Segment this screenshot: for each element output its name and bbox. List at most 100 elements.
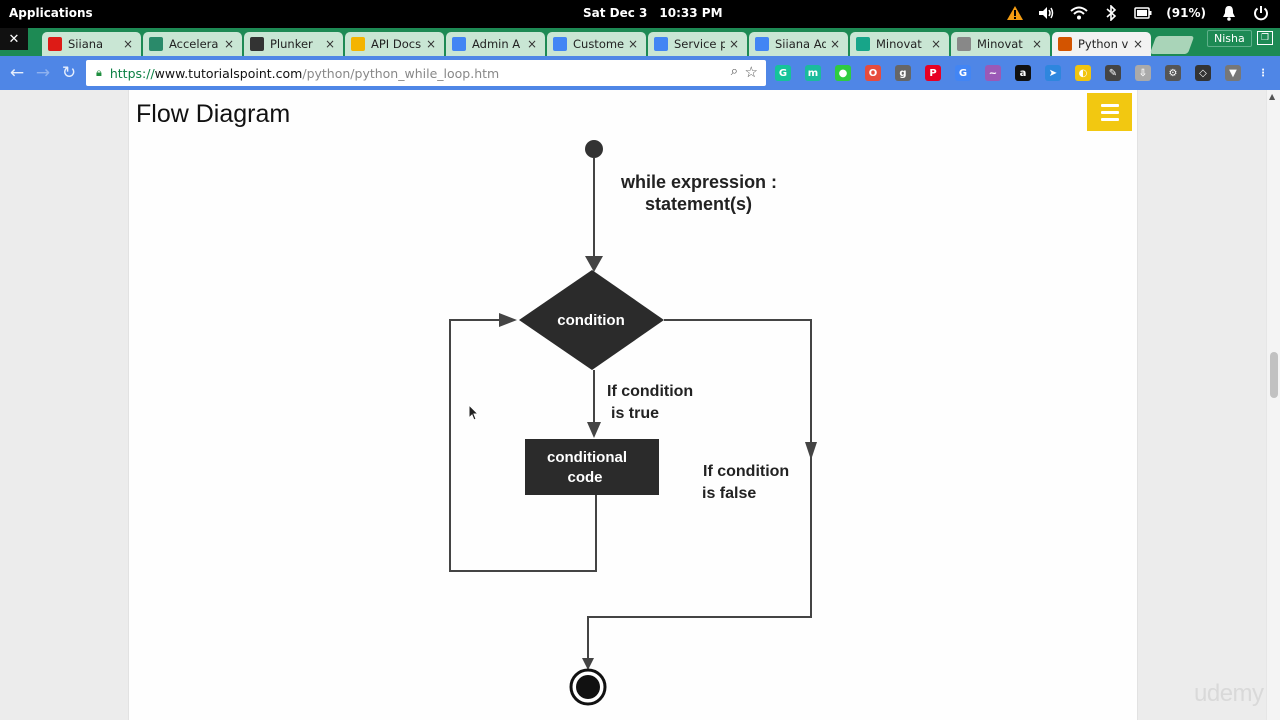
telegram-icon[interactable]: ➤ [1045, 65, 1061, 81]
scrollbar-thumb[interactable] [1270, 352, 1278, 398]
wave-icon [856, 37, 870, 51]
tab-title: Service p [674, 37, 725, 51]
tab-6[interactable]: Service p × [648, 32, 747, 56]
settings-gear-icon[interactable]: ⚙ [1165, 65, 1181, 81]
lock-icon: 🔒︎ [96, 66, 102, 79]
tab-close-icon[interactable]: × [224, 37, 235, 51]
tab-close-icon[interactable]: × [830, 37, 841, 51]
tab-close-icon[interactable]: × [1133, 37, 1144, 51]
process-label-line-2: code [567, 469, 602, 486]
page-scrollbar[interactable]: ▲ [1266, 90, 1280, 720]
address-bar[interactable]: 🔒︎ https://www.tutorialspoint.com/python… [86, 60, 766, 86]
reload-icon[interactable]: ↻ [61, 63, 77, 83]
process-label-line-1: conditional [547, 449, 627, 466]
end-arrowhead [582, 658, 594, 670]
tab-title: Custome [573, 37, 624, 51]
tab-close-icon[interactable]: × [729, 37, 740, 51]
forward-arrow-icon[interactable]: → [35, 63, 51, 83]
eyedropper-icon[interactable]: ✎ [1105, 65, 1121, 81]
tutorialspoint-icon [1058, 37, 1072, 51]
back-arrow-icon[interactable]: ← [9, 63, 25, 83]
wifi-icon[interactable] [1070, 4, 1088, 22]
bookmark-star-icon[interactable]: ☆ [744, 63, 758, 81]
save-icon[interactable]: ⇩ [1135, 65, 1151, 81]
tab-close-icon[interactable]: × [426, 37, 437, 51]
docs-icon [654, 37, 668, 51]
tab-10[interactable]: Python v× [1052, 32, 1151, 56]
process-box [525, 439, 659, 495]
web-page: Flow Diagram while expression : statemen… [0, 90, 1266, 720]
tab-4[interactable]: Admin A × [446, 32, 545, 56]
docs-icon [755, 37, 769, 51]
tab-1[interactable]: Accelera× [143, 32, 242, 56]
tab-close-icon[interactable]: × [527, 37, 538, 51]
tab-title: Admin A [472, 37, 521, 51]
start-node [585, 140, 603, 158]
end-node-inner [576, 675, 600, 699]
tab-title: Siiana [68, 37, 104, 51]
decision-label: condition [557, 312, 625, 329]
tab-close-icon[interactable]: × [123, 37, 134, 51]
bluetooth-icon[interactable] [1102, 4, 1120, 22]
true-label-line-2: is true [611, 405, 659, 422]
udemy-watermark: udemy [1194, 680, 1264, 707]
amazon-icon[interactable]: a [1015, 65, 1031, 81]
profile-button[interactable]: Nisha [1207, 30, 1252, 47]
battery-icon[interactable] [1134, 4, 1152, 22]
office-icon[interactable]: O [865, 65, 881, 81]
new-tab-button[interactable] [1149, 36, 1195, 54]
true-arrowhead [587, 422, 601, 438]
warning-icon[interactable] [1006, 4, 1024, 22]
false-arrowhead [805, 442, 817, 460]
cube-icon[interactable]: ◇ [1195, 65, 1211, 81]
scroll-up-icon[interactable]: ▲ [1269, 92, 1276, 101]
angular-icon [48, 37, 62, 51]
tab-title: Plunker [270, 37, 313, 51]
tab-close-icon[interactable]: × [325, 37, 336, 51]
restore-window-icon[interactable]: ❐ [1257, 31, 1273, 45]
filter-icon[interactable]: ▼ [1225, 65, 1241, 81]
tab-0[interactable]: Siiana × [42, 32, 141, 56]
power-icon[interactable] [1252, 4, 1270, 22]
tab-title: Siiana Ad [775, 37, 826, 51]
grammarly-icon[interactable]: G [775, 65, 791, 81]
tab-3[interactable]: API Docs × [345, 32, 444, 56]
tab-9[interactable]: Minovat× [951, 32, 1050, 56]
false-label-line-1: If condition [703, 463, 789, 480]
tab-5[interactable]: Custome × [547, 32, 646, 56]
start-arrowhead [585, 256, 603, 272]
tab-close-icon[interactable]: × [628, 37, 639, 51]
more-icon[interactable]: ⋮ [1255, 65, 1271, 81]
decision-diamond [519, 270, 664, 370]
ghostery-icon[interactable]: g [895, 65, 911, 81]
tab-close-icon[interactable]: × [931, 37, 942, 51]
colorzilla-icon[interactable]: ~ [985, 65, 1001, 81]
green-dot-icon[interactable]: ● [835, 65, 851, 81]
tab-strip: ✕ Siiana×Accelera×Plunker×API Docs×Admin… [0, 28, 1280, 56]
bell-icon[interactable] [1220, 4, 1238, 22]
translate-icon[interactable]: G [955, 65, 971, 81]
system-tray: (91%) [1006, 4, 1270, 22]
url-path: /python/python_while_loop.htm [302, 65, 500, 81]
tab-2[interactable]: Plunker × [244, 32, 343, 56]
docs-icon [452, 37, 466, 51]
hamburger-menu-button[interactable] [1087, 93, 1132, 131]
m-extension-icon[interactable]: m [805, 65, 821, 81]
false-path [587, 319, 812, 665]
loop-back-arrowhead [499, 313, 517, 327]
yellow-circle-icon[interactable]: ◐ [1075, 65, 1091, 81]
tab-title: Minovat [876, 37, 922, 51]
applications-menu[interactable]: Applications [9, 6, 93, 20]
close-window-icon[interactable]: ✕ [0, 28, 28, 50]
drive-icon [351, 37, 365, 51]
tab-7[interactable]: Siiana Ad × [749, 32, 848, 56]
tab-8[interactable]: Minovat × [850, 32, 949, 56]
pinterest-icon[interactable]: P [925, 65, 941, 81]
tab-close-icon[interactable]: × [1032, 37, 1043, 51]
tab-title: API Docs [371, 37, 422, 51]
volume-icon[interactable] [1038, 4, 1056, 22]
zoom-icon[interactable]: ⌕ [730, 64, 738, 79]
docs-icon [553, 37, 567, 51]
